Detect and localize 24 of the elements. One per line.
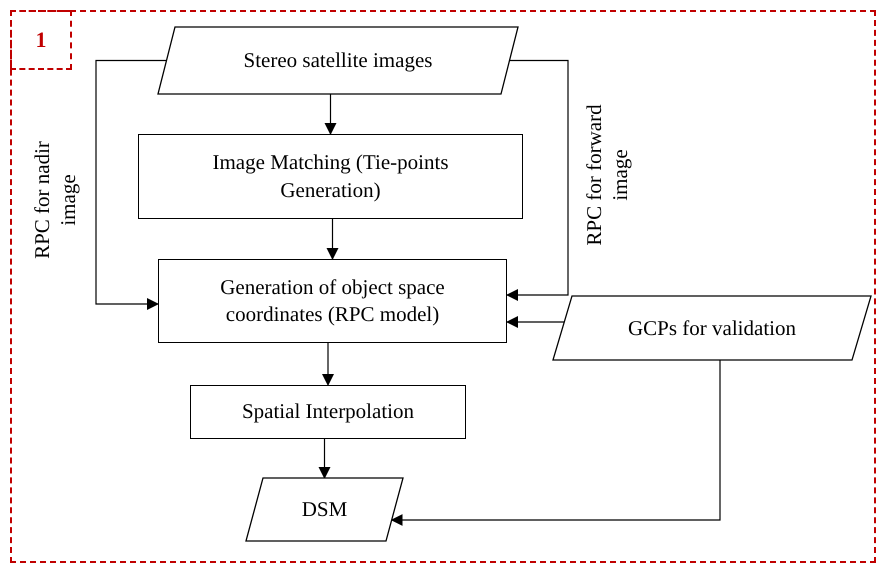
process-box [138,134,523,219]
node-text: Image Matching (Tie-points Generation) [211,149,450,204]
arrow [506,316,564,328]
node-text: DSM [302,497,348,522]
node-text: Generation of object space coordinates (RPC model) [219,274,446,328]
node-text: GCPs for validation [628,316,796,340]
number-tag: 1 [10,10,72,70]
arrow [324,94,336,135]
node-text: Stereo satellite images [244,48,432,73]
node-text: Spatial Interpolation [242,398,414,426]
arrow [95,60,166,310]
arrow [318,439,330,479]
process-box [158,259,507,343]
data-parallelogram [553,296,871,360]
edge-label: RPC for nadir image [29,140,81,261]
arrow [390,360,721,526]
data-parallelogram [158,27,518,94]
data-parallelogram [246,478,403,541]
arrow [326,219,338,260]
dashed-frame [10,10,876,563]
arrow [506,60,569,301]
process-box [190,385,466,439]
edge-label: RPC for forward image [581,103,633,248]
arrow [322,343,334,386]
